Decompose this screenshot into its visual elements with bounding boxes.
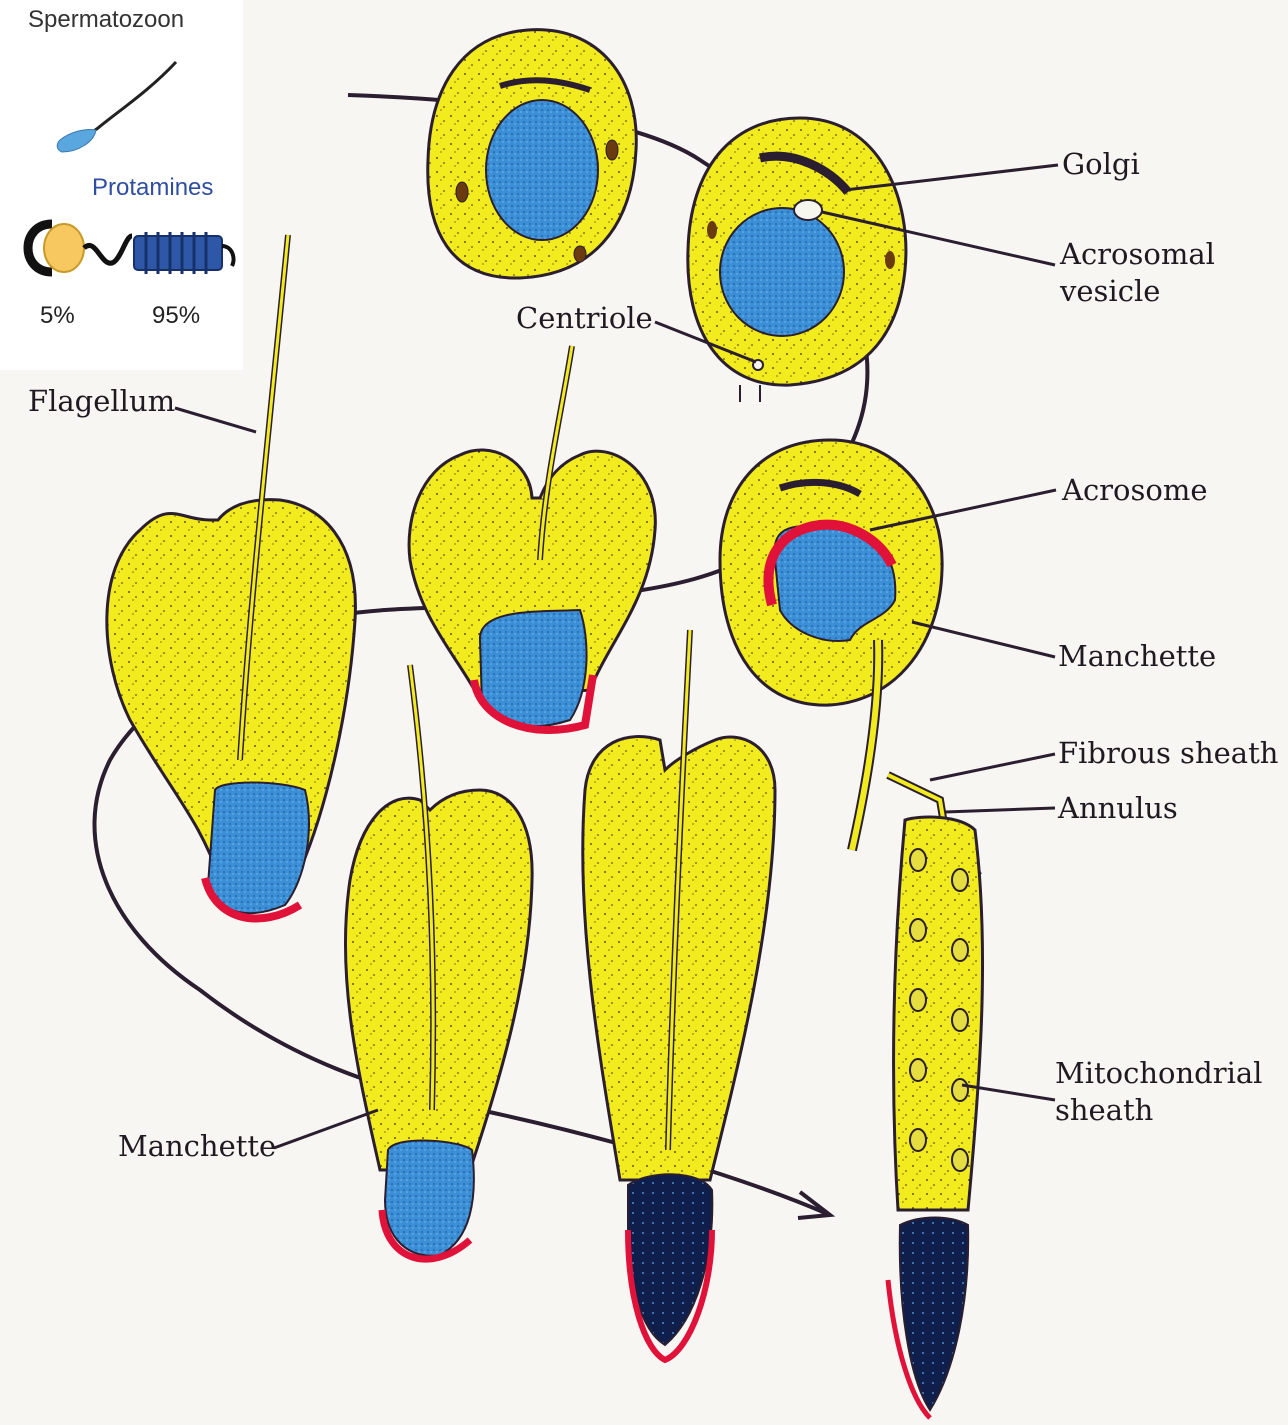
- round-spermatid-cell: [428, 30, 637, 278]
- acrosomal-vesicle-label-line1: Acrosomal: [1060, 236, 1215, 272]
- mature-spermatid-cell: [888, 775, 983, 1418]
- maturation-spermatid-cell-1: [345, 665, 532, 1259]
- centriole-label: Centriole: [516, 300, 653, 336]
- mitochondrial-sheath-label-line1: Mitochondrial: [1055, 1055, 1262, 1091]
- annulus-label: Annulus: [1058, 790, 1178, 826]
- fibrous-sheath-label: Fibrous sheath: [1058, 735, 1278, 771]
- elongating-spermatid-cell: [107, 235, 356, 919]
- golgi-phase-cell: [688, 118, 906, 402]
- manchette-left-label: Manchette: [118, 1128, 276, 1164]
- manchette-right-label: Manchette: [1058, 638, 1216, 674]
- heart-spermatid-cell: [409, 346, 655, 730]
- mitochondrial-sheath-label-line2: sheath: [1055, 1092, 1153, 1128]
- maturation-spermatid-cell-2: [583, 630, 775, 1360]
- acrosome-label: Acrosome: [1062, 472, 1208, 508]
- flagellum-label: Flagellum: [28, 383, 175, 419]
- acrosomal-vesicle-label-line2: vesicle: [1060, 273, 1160, 309]
- golgi-label: Golgi: [1062, 146, 1140, 182]
